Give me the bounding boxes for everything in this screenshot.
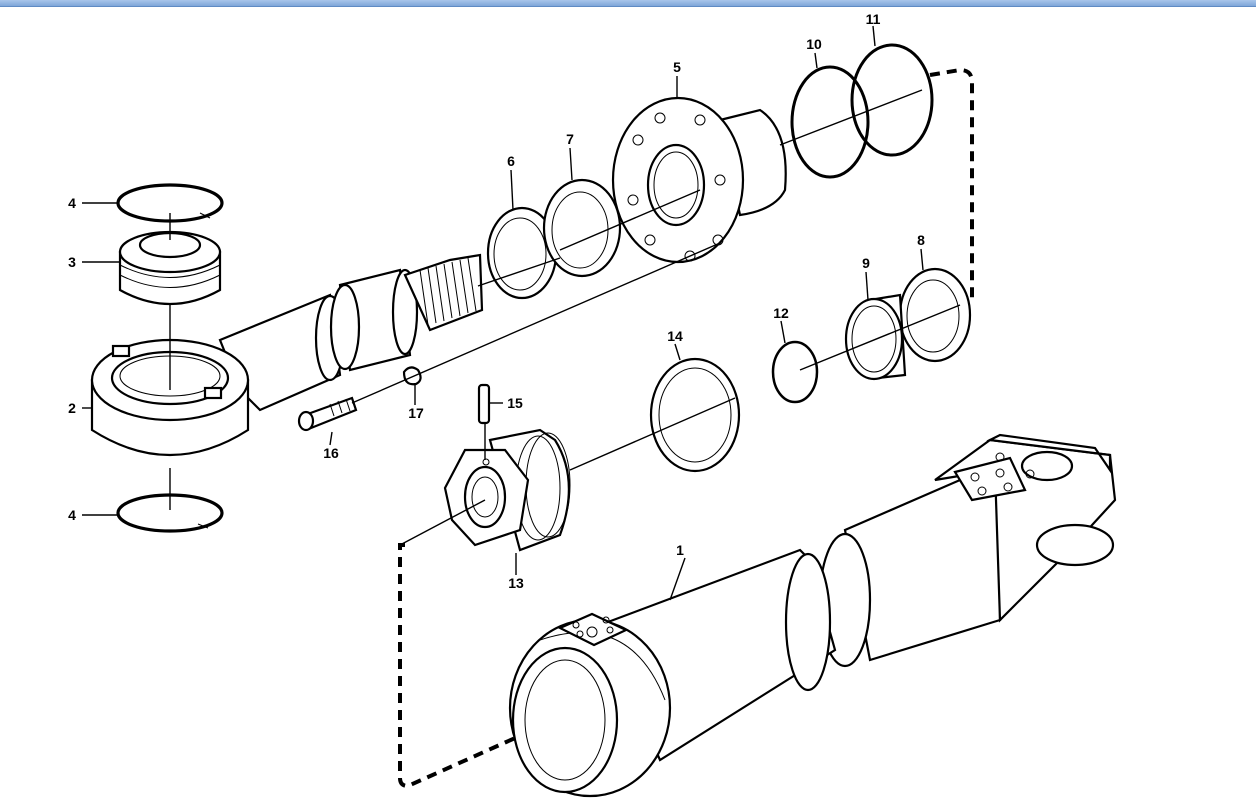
callout-8: 8: [917, 232, 925, 248]
callout-13: 13: [508, 575, 524, 591]
callout-17: 17: [408, 405, 424, 421]
part-2-rod-eye: [90, 293, 346, 457]
part-11-o-ring: [850, 43, 934, 157]
callout-1: 1: [676, 542, 684, 558]
part-3-bearing: [118, 230, 222, 305]
callout-12: 12: [773, 305, 789, 321]
callout-2: 2: [68, 400, 76, 416]
callout-3: 3: [68, 254, 76, 270]
piston-rod: [329, 253, 484, 372]
part-9-guide-ring: [844, 293, 907, 381]
part-1-cylinder-tube: [508, 433, 1117, 798]
callout-4-bottom: 4: [68, 507, 76, 523]
callout-7: 7: [566, 131, 574, 147]
callout-16: 16: [323, 445, 339, 461]
part-5-cylinder-head: [611, 96, 787, 264]
part-15-pin: [477, 383, 491, 425]
part-16-bolt: [297, 396, 358, 432]
part-13-piston: [443, 428, 571, 552]
assembly-axis-lines: [169, 89, 961, 546]
callout-15: 15: [507, 395, 523, 411]
part-17-lock-washer: [402, 366, 422, 386]
window-top-bar: [0, 0, 1256, 7]
callout-10: 10: [806, 36, 822, 52]
callout-5: 5: [673, 59, 681, 75]
part-12-o-ring: [771, 340, 819, 404]
callout-14: 14: [667, 328, 683, 344]
callout-4-top: 4: [68, 195, 76, 211]
callout-6: 6: [507, 153, 515, 169]
callout-leaders: [82, 25, 924, 601]
part-7-seal: [542, 178, 622, 278]
dashed-assembly-line: [398, 67, 974, 789]
part-10-o-ring: [790, 65, 870, 179]
callout-11: 11: [866, 11, 881, 27]
callout-9: 9: [862, 255, 870, 271]
